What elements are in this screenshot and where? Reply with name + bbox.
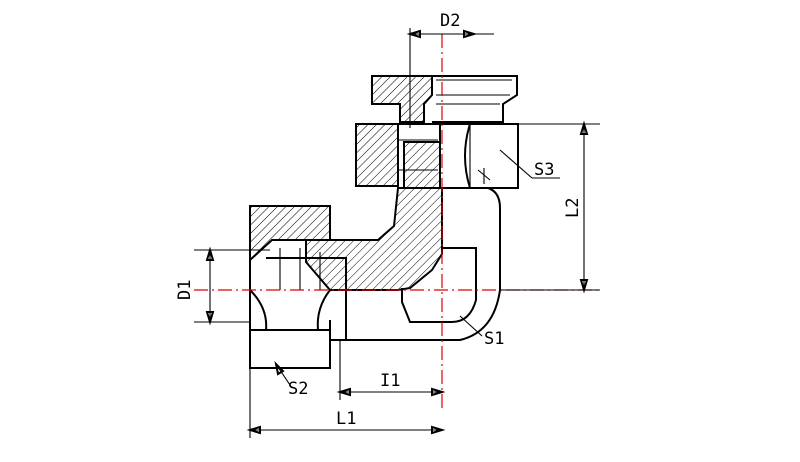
elbow-body <box>305 141 501 341</box>
dimension-d2: D2 <box>406 11 494 128</box>
s3-label: S3 <box>534 160 554 180</box>
dimension-l1: L1 <box>246 368 446 438</box>
s2-label: S2 <box>288 379 308 399</box>
s1-label: S1 <box>484 329 504 349</box>
d1-label: D1 <box>175 280 195 300</box>
s2-leader: S2 <box>274 360 308 399</box>
dimension-i1: I1 <box>336 340 446 400</box>
top-flange <box>371 75 518 123</box>
l1-label: L1 <box>336 409 356 429</box>
s1-leader: S1 <box>459 315 504 349</box>
d2-label: D2 <box>440 11 460 31</box>
lower-nut <box>249 205 347 369</box>
s3-leader: S3 <box>499 149 560 180</box>
l2-label: L2 <box>563 198 583 218</box>
dimension-l2: L2 <box>500 120 600 294</box>
i1-label: I1 <box>380 371 400 391</box>
dimension-d1: D1 <box>175 246 270 326</box>
